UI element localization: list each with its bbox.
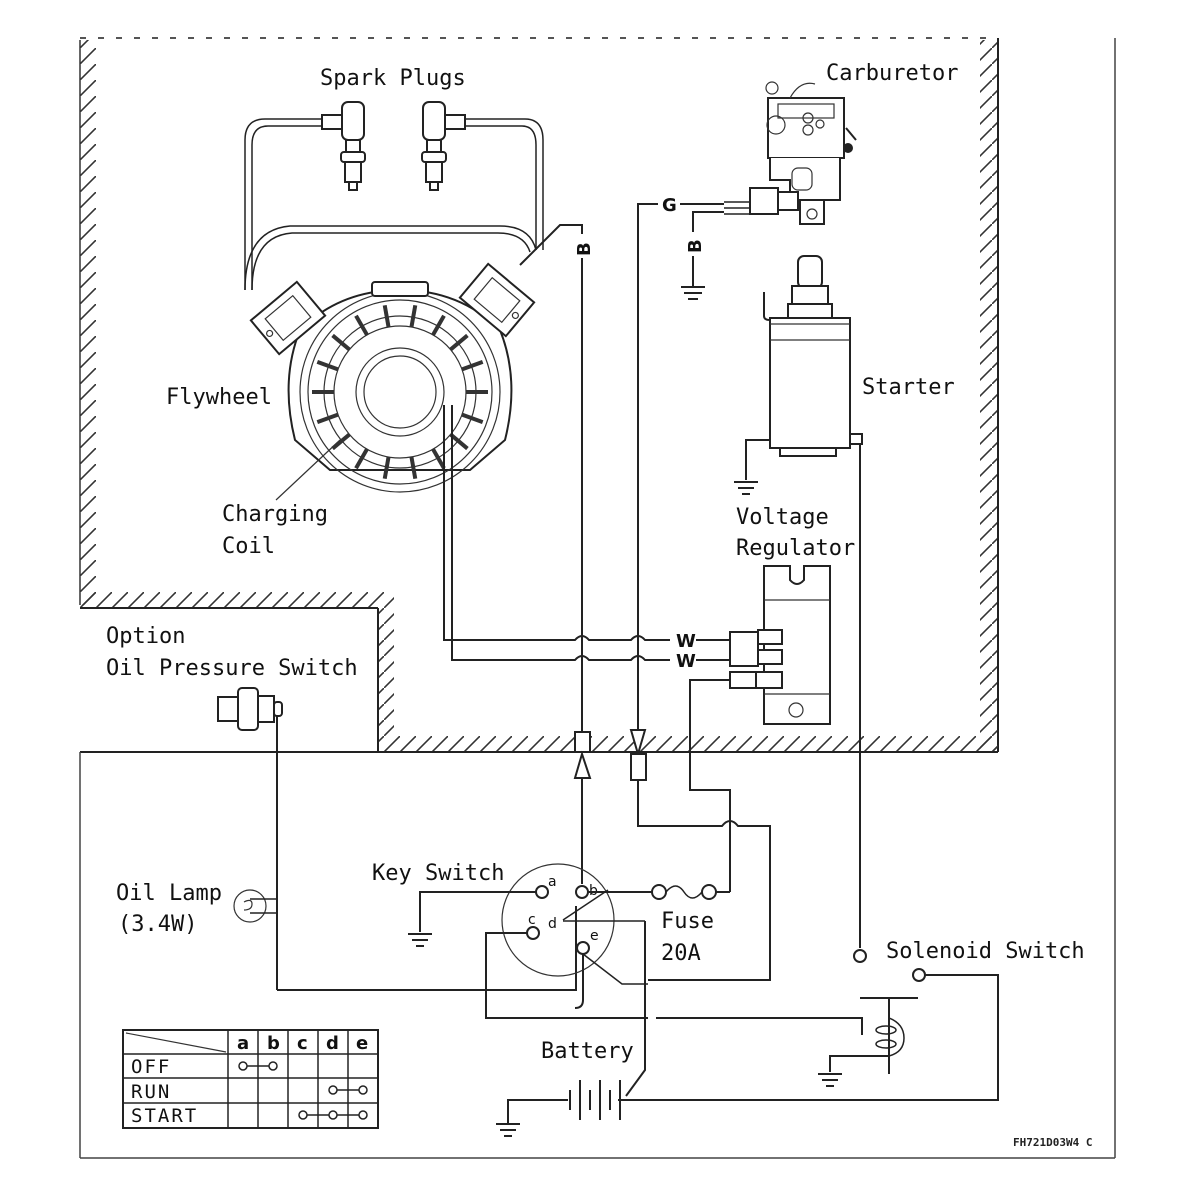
fuse-label: Fuse	[661, 909, 714, 934]
table-contact-off-a	[238, 1061, 248, 1071]
table-col-c: c	[297, 1033, 308, 1054]
solenoid-switch-label: Solenoid Switch	[886, 939, 1085, 964]
oil-pressure-switch-label: Oil Pressure Switch	[106, 656, 358, 681]
charging-coil-label-2: Coil	[222, 534, 275, 559]
table-col-b: b	[267, 1033, 280, 1054]
wire-label-b-ignition: B	[574, 242, 595, 256]
spark-plug-left	[321, 101, 366, 191]
fuse-symbol	[651, 884, 717, 900]
ignition-kill-wire	[519, 224, 583, 732]
table-row-off: OFF	[131, 1056, 171, 1078]
oil-lamp-rating: (3.4W)	[118, 912, 197, 937]
starter-drawing	[734, 255, 863, 948]
wire-label-w-2: W	[676, 651, 696, 672]
terminal-c: c	[528, 912, 536, 928]
table-contact-run-e	[358, 1085, 368, 1095]
table-contact-off-b	[268, 1061, 278, 1071]
terminal-d: d	[548, 916, 557, 932]
stator-tooth	[331, 432, 351, 451]
table-connections	[238, 1061, 368, 1120]
table-contact-start-e	[358, 1110, 368, 1120]
oil-lamp-symbol	[233, 889, 277, 923]
table-col-a: a	[237, 1033, 249, 1054]
starter-label: Starter	[862, 375, 955, 400]
table-col-e: e	[356, 1033, 368, 1054]
flywheel-drawing	[249, 262, 536, 501]
fuel-cut-wiring	[637, 203, 724, 732]
stator-tooth	[461, 360, 484, 372]
bulkhead-connector-g	[629, 729, 771, 981]
stator-tooth	[431, 448, 446, 470]
table-contact-start-c	[298, 1110, 308, 1120]
ignition-leads	[244, 118, 544, 291]
spark-plugs-label: Spark Plugs	[320, 66, 466, 91]
wire-label-w-1: W	[676, 631, 696, 652]
table-row-start: START	[131, 1105, 198, 1127]
stator-tooth	[331, 333, 351, 352]
battery-symbol	[496, 1080, 630, 1137]
stator-tooth	[382, 456, 391, 480]
fuse-rating: 20A	[661, 941, 701, 966]
bulkhead-connector-b	[573, 731, 592, 884]
charging-coil-label-1: Charging	[222, 502, 328, 527]
stator-tooth	[354, 448, 369, 470]
stator-tooth	[354, 314, 369, 336]
stator-tooth	[449, 432, 469, 451]
wire-label-g: G	[662, 195, 677, 216]
oil-lamp-label: Oil Lamp	[116, 881, 222, 906]
voltage-regulator-label-1: Voltage	[736, 505, 829, 530]
table-row-run: RUN	[131, 1081, 171, 1103]
stator-tooth	[449, 333, 469, 352]
drawing-code: FH721D03W4 C	[1013, 1136, 1092, 1149]
stator-tooth	[382, 304, 391, 328]
key-switch-wiring	[408, 830, 863, 1097]
solenoid-switch-symbol	[618, 949, 999, 1101]
stator-tooth	[409, 456, 418, 480]
option-label: Option	[106, 624, 185, 649]
oil-pressure-switch-drawing	[217, 687, 283, 990]
key-switch-title: Key Switch	[372, 861, 504, 886]
carburetor-label: Carburetor	[826, 61, 958, 86]
engine-enclosure	[79, 37, 999, 753]
table-contact-run-d	[328, 1085, 338, 1095]
carburetor-drawing	[724, 81, 857, 225]
stator-tooth	[316, 360, 339, 372]
table-contact-start-d	[328, 1110, 338, 1120]
oil-lamp-wire	[277, 906, 577, 991]
stator-tooth	[461, 412, 484, 424]
wire-label-b-carb-ground: B	[685, 239, 706, 253]
terminal-e: e	[590, 928, 599, 944]
voltage-regulator-drawing	[689, 565, 831, 830]
key-switch-symbol	[501, 863, 645, 977]
flywheel-label: Flywheel	[166, 385, 272, 410]
table-col-d: d	[326, 1033, 339, 1054]
terminal-a: a	[548, 874, 557, 890]
voltage-regulator-label-2: Regulator	[736, 536, 855, 561]
stator-tooth	[409, 304, 418, 328]
stator-tooth	[316, 412, 339, 424]
spark-plug-right	[421, 101, 466, 191]
battery-label: Battery	[541, 1039, 634, 1064]
stator-tooth	[431, 314, 446, 336]
charging-coil-leads	[443, 405, 730, 661]
